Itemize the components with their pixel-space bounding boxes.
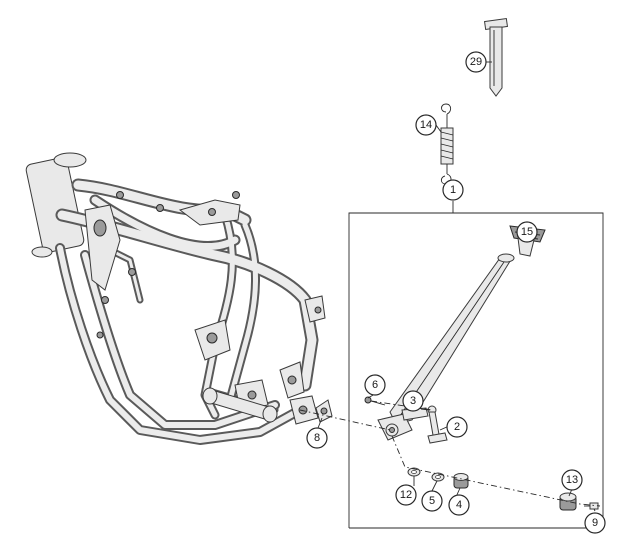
callout-13: 13	[561, 469, 583, 491]
assembly-group-box	[348, 201, 604, 529]
callout-6: 6	[364, 374, 386, 396]
swingarm-pivot-shaft	[202, 387, 278, 423]
callout-12: 12	[395, 484, 417, 506]
svg-text:8: 8	[314, 432, 320, 444]
svg-text:9: 9	[592, 517, 598, 529]
callout-4: 4	[448, 494, 470, 516]
svg-text:6: 6	[372, 379, 378, 391]
part-3-spring-pin	[427, 405, 448, 444]
svg-text:1: 1	[450, 184, 456, 196]
svg-text:13: 13	[566, 474, 578, 486]
steering-head	[25, 152, 87, 258]
part-5-washer	[431, 472, 445, 482]
callout-9: 9	[584, 512, 606, 534]
part-1-side-stand	[377, 253, 515, 441]
svg-text:4: 4	[456, 499, 462, 511]
svg-text:12: 12	[400, 489, 412, 501]
part-12-washer	[407, 467, 421, 477]
stand-mount-bracket	[289, 395, 319, 425]
callout-29: 29	[465, 51, 487, 73]
svg-text:2: 2	[454, 421, 460, 433]
callout-2: 2	[446, 416, 468, 438]
motorcycle-frame	[25, 152, 326, 445]
part-4-bushing	[453, 473, 469, 489]
callout-8: 8	[306, 427, 328, 449]
callout-1: 1	[442, 179, 464, 201]
svg-text:14: 14	[420, 119, 432, 131]
part-9-screw	[584, 502, 599, 510]
callout-15: 15	[516, 221, 538, 243]
frame-bolts	[96, 191, 322, 409]
callout-5: 5	[421, 490, 443, 512]
callout-3: 3	[402, 390, 424, 412]
assembly-axis-lines	[299, 400, 601, 507]
part-14-spring	[440, 103, 454, 185]
part-13-nut	[559, 492, 577, 511]
svg-text:5: 5	[429, 495, 435, 507]
callout-14: 14	[415, 114, 437, 136]
svg-text:29: 29	[470, 56, 482, 68]
svg-text:15: 15	[521, 226, 533, 238]
leader-lines	[317, 61, 596, 512]
part-8-bracket	[315, 399, 333, 423]
part-29-holder	[483, 17, 509, 97]
svg-text:3: 3	[410, 395, 416, 407]
part-6-bolt	[364, 396, 386, 406]
